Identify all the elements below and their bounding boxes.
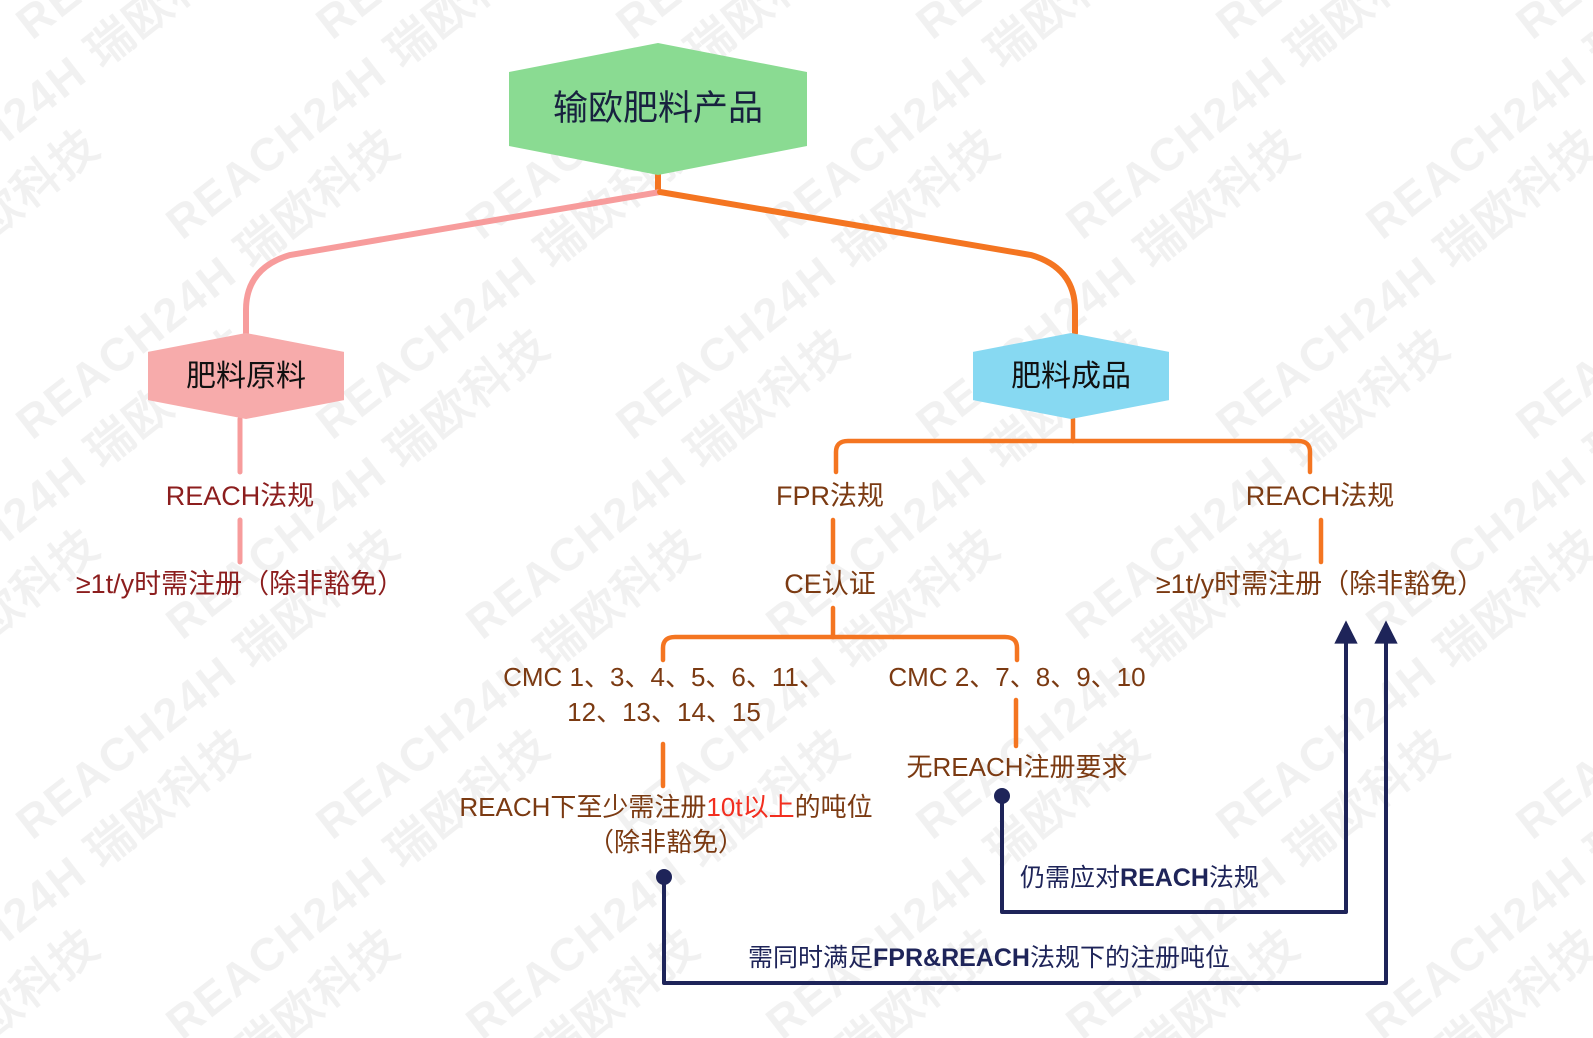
label-crosslink-still-reach-pre: 仍需应对 [1020,864,1121,892]
node-finished-product-label: 肥料成品 [1011,359,1131,393]
node-raw-material[interactable]: 肥料原料 [148,333,344,419]
node-raw-material-label: 肥料原料 [186,359,306,393]
label-ce-certification: CE认证 [784,569,876,599]
label-no-reach-requirement: 无REACH注册要求 [906,752,1128,782]
label-group-a-requirement-post: 的吨位（除非豁免） [587,792,873,858]
node-finished-product[interactable]: 肥料成品 [973,333,1169,419]
label-raw-requirement: ≥1t/y时需注册（除非豁免） [75,569,405,599]
label-raw-regulation: REACH法规 [165,481,315,511]
label-crosslink-both-regs-bold: FPR&REACH [873,944,1030,972]
label-finished-reach-regulation: REACH法规 [1245,481,1395,511]
crosslink-origin-dot-2 [656,869,672,885]
label-group-a-requirement-highlight: 10t以上 [706,792,795,822]
link-ce-bracket [660,634,1020,663]
label-crosslink-still-reach-bold: REACH [1120,864,1209,892]
crosslink-origin-dot-1 [994,788,1010,804]
node-root-product[interactable]: 输欧肥料产品 [509,43,807,175]
label-crosslink-still-reach: 仍需应对REACH法规 [1020,862,1320,896]
label-crosslink-both-regs-pre: 需同时满足 [748,944,874,972]
label-crosslink-both-regs-post: 法规下的注册吨位 [1029,944,1230,972]
label-group-a-requirement-pre: REACH下至少需注册 [459,792,707,822]
crosslink-both-regs [662,620,1398,985]
label-crosslink-still-reach-post: 法规 [1208,864,1259,892]
label-fpr-regulation: FPR法规 [776,481,884,511]
node-root-label: 输欧肥料产品 [552,88,763,128]
label-crosslink-both-regs: 需同时满足FPR&REACH法规下的注册吨位 [748,942,1288,976]
link-root-to-finished [657,189,1078,336]
link-finished-bracket [833,438,1313,475]
link-root-to-raw [243,189,663,336]
crosslink-still-reach [1000,620,1358,914]
label-finished-reach-requirement: ≥1t/y时需注册（除非豁免） [1155,569,1485,599]
label-group-a-requirement: REACH下至少需注册10t以上的吨位（除非豁免） [452,790,880,860]
label-cmc-group-a: CMC 1、3、4、5、6、11、12、13、14、15 [503,662,825,728]
label-cmc-group-b: CMC 2、7、8、9、10 [888,662,1146,692]
